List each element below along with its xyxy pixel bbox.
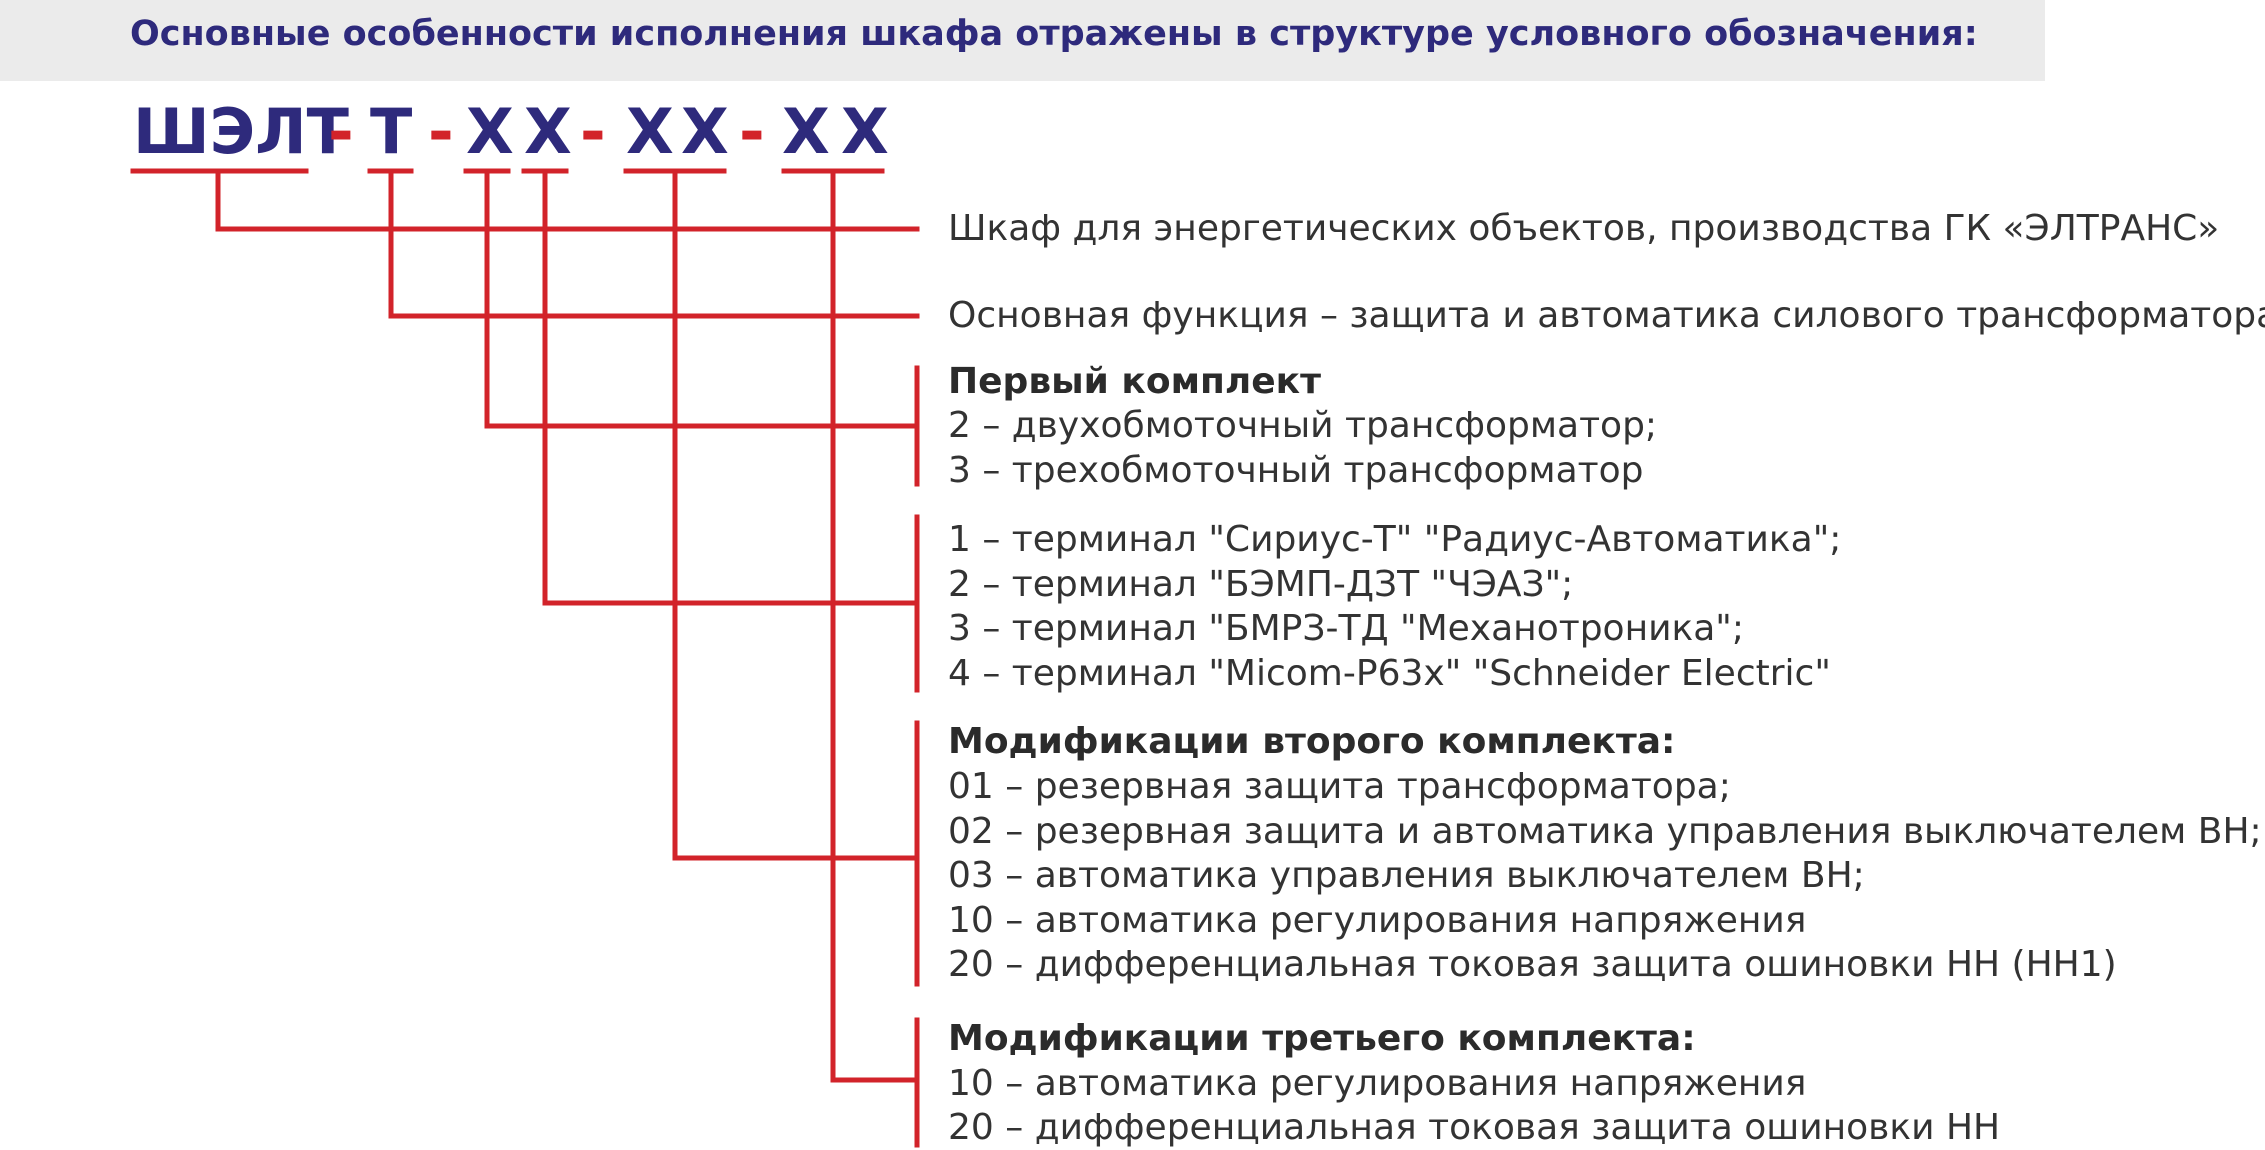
code-part-x2: Х — [524, 95, 572, 168]
connector-second-set — [672, 168, 920, 861]
connector-cabinet — [215, 168, 920, 232]
second-set-item: 20 – дифференциальная токовая защита оши… — [948, 944, 2117, 985]
third-set-item: 10 – автоматика регулирования напряжения — [948, 1063, 1807, 1104]
code-part-t: Т — [370, 95, 413, 168]
third-set-title: Модификации третьего комплекта: — [948, 1018, 1696, 1059]
code-part-x1: Х — [466, 95, 514, 168]
first-set-item: 3 – трехобмоточный трансформатор — [948, 450, 1644, 491]
code-part-shelt: ШЭЛТ — [133, 95, 349, 168]
connector-function — [388, 168, 920, 319]
first-set-title: Первый комплект — [948, 361, 1321, 402]
code-separator: - — [328, 95, 354, 168]
second-set-item: 02 – резервная защита и автоматика управ… — [948, 811, 2262, 852]
second-set-item: 03 – автоматика управления выключателем … — [948, 855, 1865, 896]
third-set-item: 20 – дифференциальная токовая защита оши… — [948, 1107, 2001, 1148]
code-separator: - — [428, 95, 454, 168]
second-set-item: 10 – автоматика регулирования напряжения — [948, 900, 1807, 941]
connector-first-set — [484, 168, 920, 429]
desc-cabinet: Шкаф для энергетических объектов, произв… — [948, 208, 2220, 249]
terminal-item: 2 – терминал "БЭМП-ДЗТ "ЧЭАЗ"; — [948, 564, 1574, 605]
header-bar — [0, 0, 2045, 81]
terminal-item: 4 – терминал "Micom-P63x" "Schneider Ele… — [948, 653, 1831, 694]
terminal-item: 3 – терминал "БМРЗ-ТД "Механотроника"; — [948, 608, 1744, 649]
connector-third-set — [830, 168, 920, 1083]
code-part-x3: Х — [626, 95, 674, 168]
page-title: Основные особенности исполнения шкафа от… — [130, 14, 1978, 54]
code-separator: - — [739, 95, 765, 168]
connector-terminals — [542, 168, 920, 606]
code-part-x4: Х — [681, 95, 729, 168]
first-set-item: 2 – двухобмоточный трансформатор; — [948, 405, 1658, 446]
code-part-x5: Х — [782, 95, 830, 168]
desc-function: Основная функция – защита и автоматика с… — [948, 295, 2265, 336]
second-set-item: 01 – резервная защита трансформатора; — [948, 766, 1731, 807]
code-part-x6: Х — [841, 95, 889, 168]
terminal-item: 1 – терминал "Сириус-Т" "Радиус-Автомати… — [948, 519, 1842, 560]
code-separator: - — [580, 95, 606, 168]
second-set-title: Модификации второго комплекта: — [948, 721, 1676, 762]
